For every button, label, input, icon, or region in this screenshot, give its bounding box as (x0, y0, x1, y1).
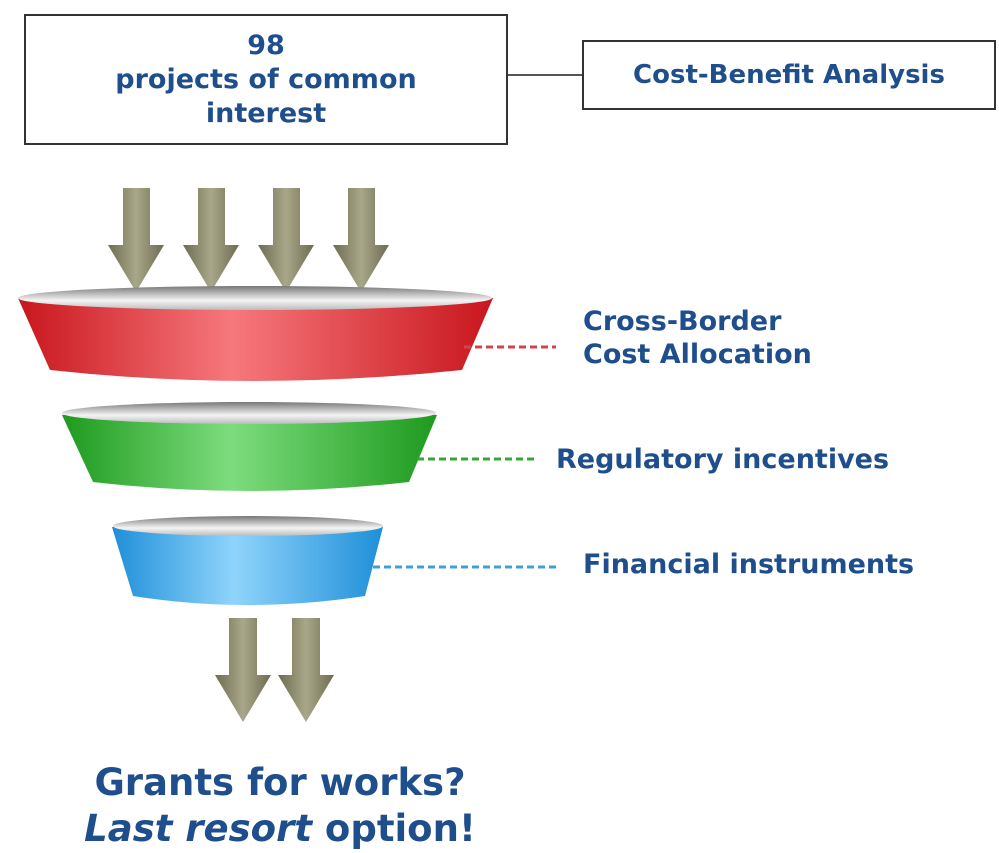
last-resort-emphasis: Last resort (84, 807, 313, 850)
option-text: option! (312, 807, 476, 850)
arrow-down-icon (183, 188, 239, 292)
grants-question: Grants for works? (94, 761, 466, 804)
arrow-down-icon (278, 618, 334, 722)
cross-border-line: Cross-Border (583, 306, 782, 337)
projects-text-line1: projects of common (115, 63, 417, 95)
arrow-down-icon (108, 188, 164, 292)
arrow-down-icon (258, 188, 314, 292)
funnel-stage-blue (112, 516, 383, 605)
cost-allocation-line: Cost Allocation (583, 339, 812, 370)
cross-border-cost-allocation-label: Cross-Border Cost Allocation (583, 305, 812, 371)
projects-count: 98 (247, 29, 285, 61)
projects-text-line2: interest (205, 97, 327, 129)
input-arrows (108, 188, 389, 292)
arrow-down-icon (333, 188, 389, 292)
financial-instruments-label: Financial instruments (583, 549, 915, 580)
cost-benefit-analysis-label: Cost-Benefit Analysis (633, 60, 945, 90)
box-connector-line (508, 74, 582, 76)
projects-box: 98 projects of common interest (24, 14, 508, 145)
output-arrows (215, 618, 334, 722)
arrow-down-icon (215, 618, 271, 722)
funnel-stage-green (62, 402, 437, 491)
regulatory-incentives-label: Regulatory incentives (556, 444, 890, 475)
grants-text: Grants for works? Last resort option! (70, 760, 490, 852)
cost-benefit-analysis-box: Cost-Benefit Analysis (582, 40, 996, 110)
funnel-stage-red (18, 286, 493, 381)
last-resort-line: Last resort option! (70, 806, 490, 852)
